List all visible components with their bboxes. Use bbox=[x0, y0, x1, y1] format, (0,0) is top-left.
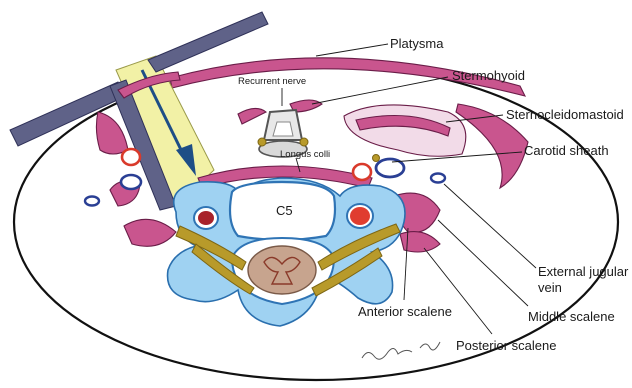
label-platysma: Platysma bbox=[390, 36, 444, 51]
platysma-leader bbox=[316, 44, 388, 56]
left-jugular-vein bbox=[121, 175, 141, 189]
left-external-jugular bbox=[85, 197, 99, 206]
label-middle-scalene: Middle scalene bbox=[528, 309, 615, 324]
left-vertebral-artery-fill bbox=[198, 211, 214, 225]
label-carotid-sheath: Carotid sheath bbox=[524, 143, 609, 158]
label-sternohyoid: Stermohyoid bbox=[452, 68, 525, 83]
right-carotid-artery bbox=[353, 164, 371, 180]
label-longus-colli: Longus colli bbox=[280, 149, 330, 160]
right-vagus-nerve bbox=[373, 155, 380, 162]
label-c5: C5 bbox=[276, 203, 293, 218]
label-external-jugular-line2: vein bbox=[538, 280, 562, 295]
label-recurrent-nerve: Recurrent nerve bbox=[238, 76, 306, 87]
left-carotid-artery bbox=[122, 149, 140, 165]
label-external-jugular-line1: External jugular bbox=[538, 264, 629, 279]
right-vertebral-artery-fill bbox=[350, 207, 370, 225]
label-posterior-scalene: Posterior scalene bbox=[456, 338, 556, 353]
trachea-lumen bbox=[273, 122, 293, 136]
spinal-cord bbox=[248, 246, 316, 294]
label-anterior-scalene: Anterior scalene bbox=[358, 304, 452, 319]
right-recurrent-nerve bbox=[300, 138, 308, 146]
left-recurrent-nerve bbox=[258, 138, 266, 146]
right-external-jugular bbox=[431, 174, 445, 183]
label-sternocleidomastoid: Sternocleidomastoid bbox=[506, 107, 624, 122]
